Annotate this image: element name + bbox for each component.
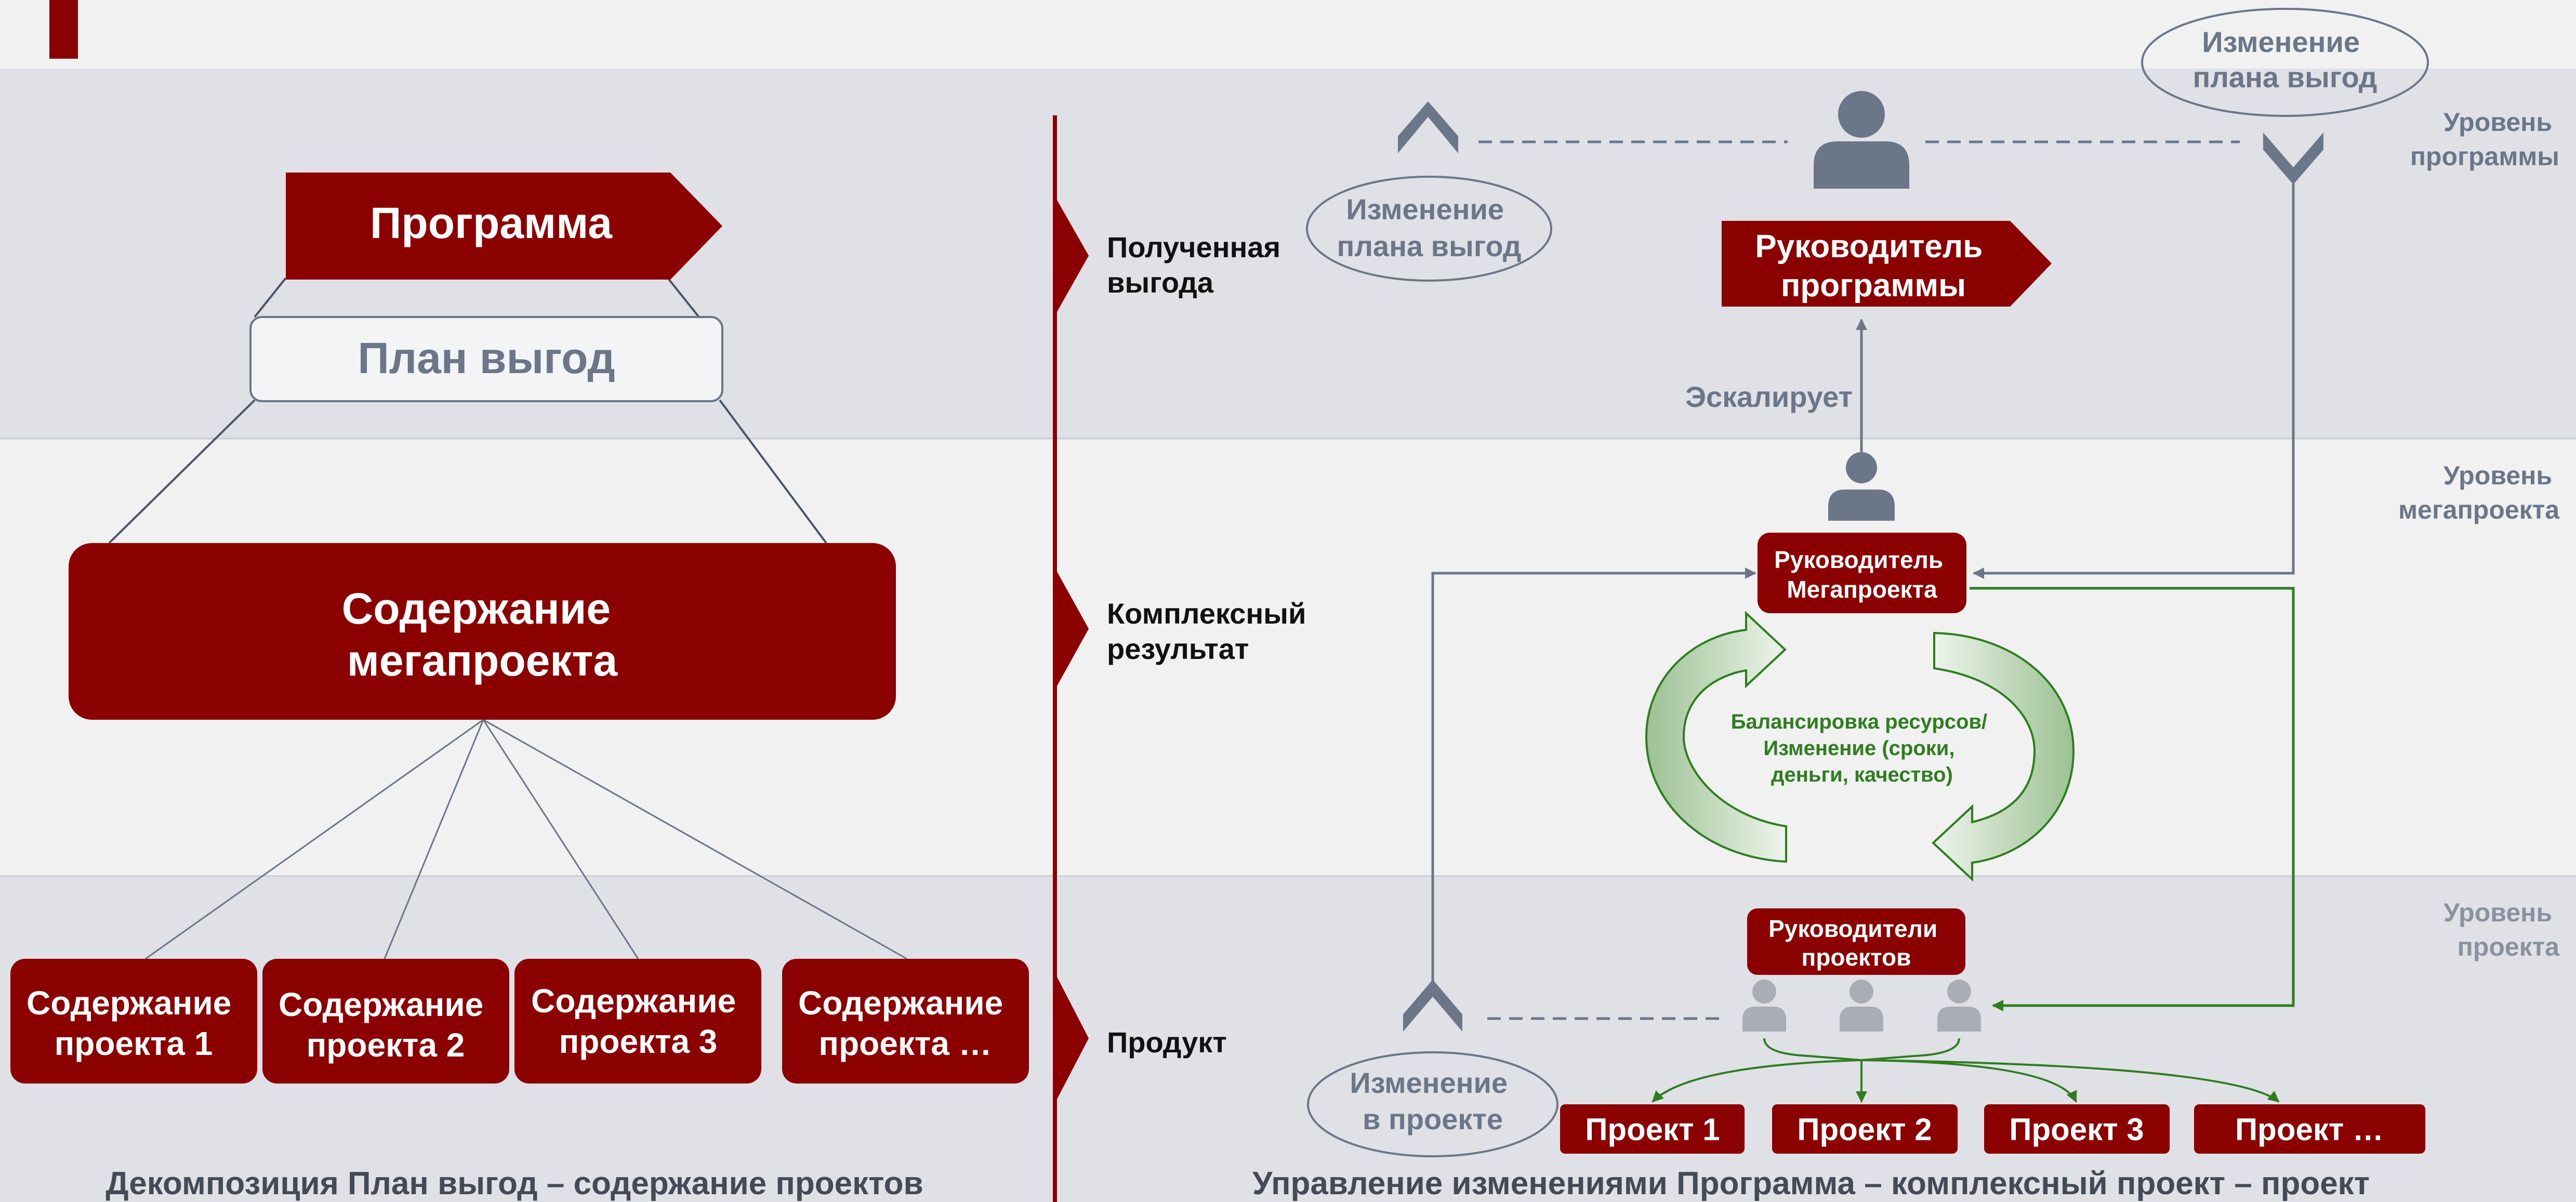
change-benefit-plan-label: Изменение плана выгод bbox=[1337, 193, 1522, 262]
header-band bbox=[0, 0, 2576, 69]
person-icon bbox=[1828, 452, 1895, 521]
project-scope-label: Содержание проекта 3 bbox=[531, 982, 745, 1060]
project-box bbox=[1560, 1104, 1745, 1154]
cycle-label: Балансировка ресурсов/ Изменение (сроки,… bbox=[1731, 710, 1993, 786]
chevron-down-icon bbox=[2263, 133, 2323, 184]
level-marker-triangle bbox=[1057, 200, 1089, 312]
connector-line bbox=[384, 719, 484, 959]
connector-line bbox=[254, 277, 287, 318]
right-caption: Управление изменениями Программа – компл… bbox=[1252, 1166, 2370, 1201]
left-decomposition: Программа План выгод Содержание мегапрое… bbox=[10, 173, 1029, 1201]
green-arrow bbox=[1652, 1059, 1862, 1103]
level-marker-triangle bbox=[1057, 977, 1089, 1099]
program-label: Программа bbox=[370, 199, 613, 247]
change-benefit-plan-ellipse bbox=[2141, 8, 2429, 117]
level-megaproject-label: Уровень мегапроекта bbox=[2398, 461, 2560, 524]
project-scope-3: Содержание проекта 3 bbox=[514, 959, 761, 1084]
program-shape bbox=[286, 173, 722, 280]
megaproject-scope-label: Содержание мегапроекта bbox=[342, 584, 623, 685]
level-label-result: Комплексный результат bbox=[1107, 597, 1314, 665]
connector-line bbox=[108, 399, 256, 544]
project-scope-2: Содержание проекта 2 bbox=[262, 959, 509, 1084]
change-in-project-label: Изменение в проекте bbox=[1350, 1066, 1515, 1135]
hierarchy-level-labels: Уровень программы Уровень мегапроекта Ур… bbox=[2398, 108, 2560, 961]
change-benefit-plan-label: Изменение плана выгод bbox=[2193, 25, 2377, 94]
project-managers-box bbox=[1747, 908, 1965, 975]
project-scope-4: Содержание проекта … bbox=[782, 959, 1029, 1084]
left-caption: Декомпозиция План выгод – содержание про… bbox=[105, 1166, 923, 1201]
level-label-product: Продукт bbox=[1107, 1026, 1227, 1059]
project-managers-label: Руководители проектов bbox=[1768, 915, 1944, 971]
person-icon bbox=[1840, 980, 1883, 1032]
person-icon bbox=[1814, 91, 1909, 189]
change-management: Изменение плана выгод Изменение плана вы… bbox=[1252, 8, 2429, 1201]
program-manager-label: Руководитель программы bbox=[1755, 229, 1991, 303]
change-benefit-plan-ellipse bbox=[1306, 176, 1552, 282]
person-icon bbox=[1937, 980, 1981, 1032]
escalation-line bbox=[1431, 567, 1756, 990]
title-accent-bar bbox=[49, 0, 78, 59]
megaproject-manager-label: Руководитель Мегапроекта bbox=[1774, 546, 1950, 603]
megaproject-manager-box bbox=[1758, 533, 1966, 613]
project-scope-label: Содержание проекта 1 bbox=[27, 984, 241, 1062]
level-label-benefit: Полученная выгода bbox=[1107, 231, 1289, 299]
level-markers: Полученная выгода Комплексный результат … bbox=[1057, 200, 1314, 1099]
project-scope-label: Содержание проекта 2 bbox=[279, 986, 493, 1064]
level-project-label: Уровень проекта bbox=[2443, 898, 2560, 961]
green-control-line bbox=[1970, 587, 2295, 1011]
benefit-plan-label: План выгод bbox=[358, 334, 615, 382]
benefit-plan-box bbox=[249, 316, 723, 402]
level-marker-triangle bbox=[1057, 572, 1089, 686]
project-box bbox=[2194, 1104, 2425, 1154]
connector-line bbox=[667, 277, 700, 318]
project-box-label: Проект 3 bbox=[2009, 1112, 2144, 1147]
project-box-label: Проект … bbox=[2235, 1112, 2384, 1147]
connector-line bbox=[719, 399, 827, 544]
connector-line bbox=[145, 719, 484, 960]
connector-line bbox=[483, 719, 907, 960]
project-box bbox=[1984, 1104, 2170, 1154]
green-arrow bbox=[1861, 1059, 2280, 1103]
change-in-project-ellipse bbox=[1307, 1051, 1558, 1157]
cycle-arrows-icon bbox=[1645, 611, 2075, 882]
project-box-label: Проект 1 bbox=[1585, 1112, 1720, 1147]
project-box bbox=[1772, 1104, 1958, 1154]
feedback-line bbox=[1973, 177, 2295, 579]
project-scope-1: Содержание проекта 1 bbox=[10, 959, 257, 1084]
connector-line bbox=[482, 719, 639, 959]
escalates-label: Эскалирует bbox=[1685, 380, 1853, 413]
project-scope-label: Содержание проекта … bbox=[798, 984, 1012, 1062]
person-icon bbox=[1742, 980, 1786, 1032]
project-box-label: Проект 2 bbox=[1797, 1112, 1932, 1147]
chevron-up-icon bbox=[1403, 980, 1462, 1032]
program-manager-shape bbox=[1722, 221, 2052, 307]
level-program-label: Уровень программы bbox=[2410, 108, 2559, 171]
megaproject-scope-box bbox=[69, 543, 896, 720]
chevron-up-icon bbox=[1398, 101, 1458, 153]
